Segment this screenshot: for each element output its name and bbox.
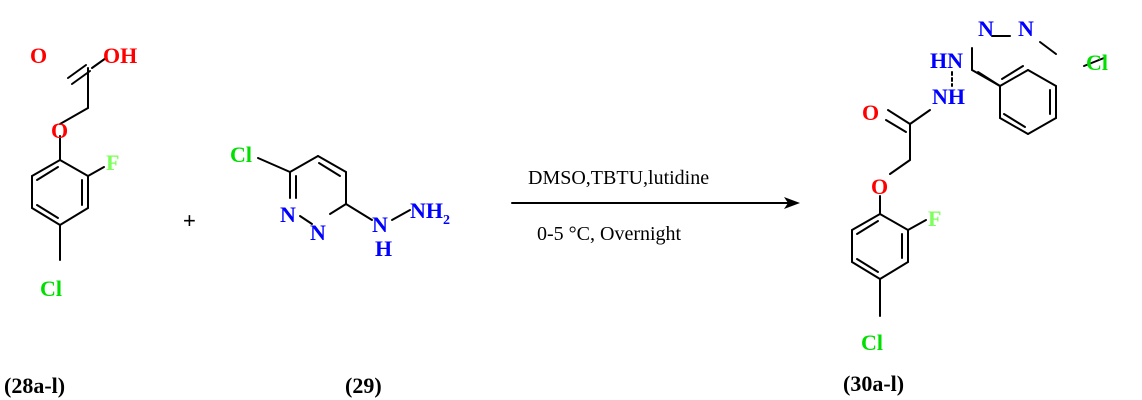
bond xyxy=(977,71,1001,87)
bond xyxy=(889,159,911,175)
hydrazide-nh-group: HN xyxy=(930,48,963,73)
bond xyxy=(59,159,89,177)
chlorine-atom: Cl xyxy=(861,330,883,355)
amino-group-text: NH xyxy=(410,198,443,223)
bond xyxy=(36,166,59,181)
bond xyxy=(856,220,879,235)
bond xyxy=(1083,57,1105,67)
fluorine-atom: F xyxy=(928,206,941,231)
bond xyxy=(879,261,909,280)
bond xyxy=(67,64,87,79)
hydrogen-atom: H xyxy=(375,236,392,261)
bond xyxy=(1003,113,1026,128)
nitrogen-atom: N xyxy=(372,212,388,237)
nitrogen-atom: N xyxy=(310,220,326,245)
reaction-condition-temperature: 0-5 °C, Overnight xyxy=(537,223,682,245)
bond xyxy=(36,204,59,219)
bond xyxy=(299,215,313,225)
reactant-28-structure xyxy=(31,57,107,261)
hydroxyl-group: OH xyxy=(103,43,137,68)
bond xyxy=(887,109,911,125)
bond xyxy=(851,261,881,280)
reactant-29-structure xyxy=(257,155,411,225)
bond xyxy=(289,155,319,173)
compound-label: (29) xyxy=(345,373,382,398)
nitrogen-atom: N xyxy=(280,202,296,227)
bond xyxy=(999,117,1029,135)
bond xyxy=(1027,69,1057,87)
bond xyxy=(59,107,89,125)
hydrazide-nh-group: NH xyxy=(932,84,965,109)
bond xyxy=(91,57,107,69)
chlorine-atom: Cl xyxy=(1086,50,1108,75)
bond xyxy=(59,207,89,226)
compound-label: (28a-l) xyxy=(4,373,65,398)
bond xyxy=(317,155,347,173)
bond xyxy=(909,109,931,125)
fluorine-atom: F xyxy=(106,150,119,175)
bond xyxy=(999,69,1029,87)
bond xyxy=(1039,41,1057,55)
product-30-structure xyxy=(851,35,1105,317)
bond xyxy=(885,119,907,133)
oxygen-atom: O xyxy=(862,100,879,125)
nitrogen-atom: N xyxy=(1018,16,1034,41)
amino-subscript: 2 xyxy=(443,213,450,228)
bond xyxy=(879,213,909,231)
bond xyxy=(856,258,879,273)
chlorine-atom: Cl xyxy=(230,142,252,167)
reaction-condition-reagents: DMSO,TBTU,lutidine xyxy=(528,167,709,189)
nitrogen-atom: N xyxy=(978,16,994,41)
amino-group: NH2 xyxy=(410,198,450,228)
oxygen-atom: O xyxy=(51,118,68,143)
arrow-head xyxy=(784,197,800,209)
bond xyxy=(87,166,105,177)
bond xyxy=(31,207,61,226)
oxygen-atom: O xyxy=(871,174,888,199)
bond xyxy=(257,157,291,173)
bond xyxy=(851,213,881,231)
compound-label: (30a-l) xyxy=(843,371,904,396)
plus-sign: + xyxy=(183,208,196,233)
bond xyxy=(329,203,347,215)
bond xyxy=(31,159,61,177)
bond xyxy=(391,209,411,221)
bond xyxy=(907,219,927,231)
bond xyxy=(1027,117,1057,135)
bond xyxy=(345,203,373,221)
bond xyxy=(318,162,341,177)
oxygen-atom: O xyxy=(30,43,47,68)
chlorine-atom: Cl xyxy=(40,276,62,301)
bond xyxy=(1001,65,1024,80)
